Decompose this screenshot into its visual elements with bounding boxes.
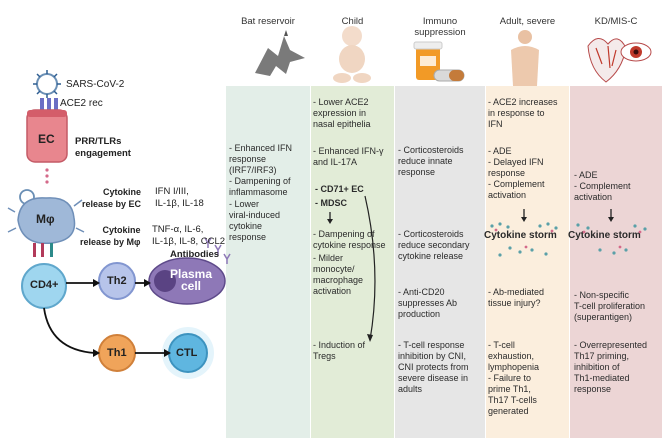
child-item-ifn: - Enhanced IFN-γ and IL-17A [313,146,384,167]
child-item-mdsc: - MDSC [315,198,347,208]
antibodies-label: Antibodies [170,249,220,260]
kd-item-th17: - Overrepresented Th17 priming, inhibiti… [574,340,648,394]
column-kd-bg [570,86,662,438]
heart-eye-icon [587,38,652,83]
header-child: Child [341,16,364,27]
kd-item-superantigen: - Non-specific T-cell proliferation (sup… [574,290,646,322]
th1-cell-label: Th1 [107,347,127,359]
left-immune-diagram [7,70,231,379]
adult-item-ab: - Ab-mediated tissue injury? [488,287,545,308]
bat-item-inflammasome: - Dampening of inflammasome [229,176,291,197]
kd-cytokine-storm: Cytokine storm [568,230,641,241]
prr-label: PRR/TLRs engagement [75,136,131,159]
virus-label: SARS-CoV-2 [66,79,125,90]
bat-icon [255,30,305,76]
immuno-item-cni: - T-cell response inhibition by CNI, CNI… [398,340,469,394]
cytokine-mphi-values: TNF-α, IL-6, IL-1β, IL-8, CCL2 [152,224,226,247]
mphi-cell-label: Mφ [36,212,55,226]
child-item-cd71: - CD71+ EC [315,184,364,194]
column-immuno-bg [395,86,485,438]
th2-cell-label: Th2 [107,275,127,287]
cytokine-ec-label: Cytokine release by EC [82,187,142,209]
bat-item-ifn: - Enhanced IFN response (IRF7/IRF3) [229,143,293,175]
adult-item-tcell: - T-cell exhaustion, lymphopenia - Failu… [488,340,540,416]
column-child-bg [311,86,394,438]
immuno-item-innate: - Corticosteroids reduce innate response [398,145,464,177]
child-item-dampening: - Dampening of cytokine response [313,229,386,250]
immuno-item-cd20: - Anti-CD20 suppresses Ab production [398,287,458,319]
child-item-ace2: - Lower ACE2 expression in nasal epithel… [313,97,371,129]
column-bat-bg [226,86,310,438]
bat-item-cytokine: - Lower viral-induced cytokine response [229,199,281,242]
ec-cell-label: EC [38,132,55,146]
cd4-cell-label: CD4+ [30,279,59,291]
cytokine-mphi-label: Cytokine release by Mφ [80,225,141,247]
child-item-tregs: - Induction of Tregs [313,340,366,361]
pills-icon [413,41,465,82]
child-item-monocyte: - Milder monocyte/ macrophage activation [313,253,364,296]
header-adult: Adult, severe [499,16,556,27]
kd-item-ade: - ADE - Complement activation [574,170,631,202]
adult-cytokine-storm: Cytokine storm [484,230,557,241]
header-immuno: Immuno suppression [414,16,466,38]
receptor-label: ACE2 rec [60,98,103,109]
column-adult-bg [486,86,569,438]
header-kd: KD/MIS-C [594,16,638,27]
header-bat: Bat reservoir [241,16,295,27]
virus-icon [33,70,61,98]
immuno-item-secondary: - Corticosteroids reduce secondary cytok… [398,229,470,261]
cytokine-ec-values: IFN I/III, IL-1β, IL-18 [155,186,204,209]
ctl-cell-label: CTL [176,347,198,359]
adult-icon [511,30,539,86]
child-icon [333,26,371,83]
plasma-cell-label: Plasma cell [170,267,213,293]
adult-item-ace2: - ACE2 increases in response to IFN [488,97,558,129]
adult-item-ade: - ADE - Delayed IFN response - Complemen… [488,146,545,200]
